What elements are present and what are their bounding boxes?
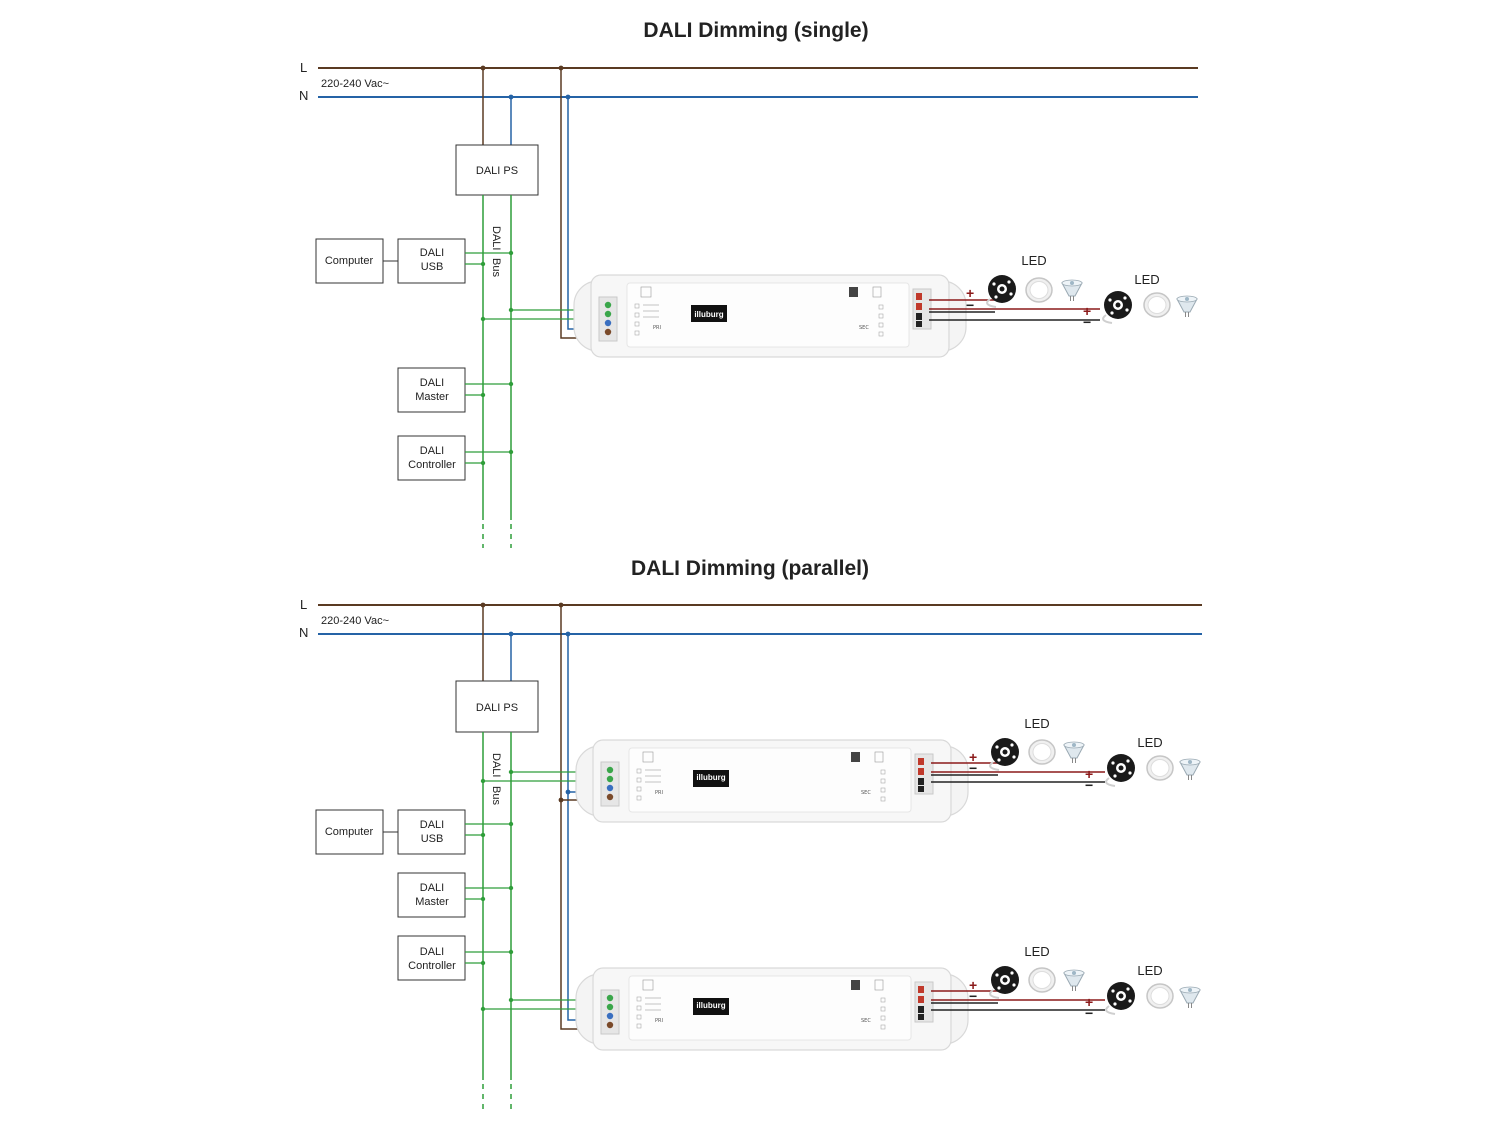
led-strip-icon: [989, 737, 1020, 771]
svg-text:Controller: Controller: [408, 459, 456, 471]
dali-controller-box: [397, 435, 466, 481]
bus-label-bus: Bus: [490, 258, 502, 277]
led-label: LED: [1024, 944, 1049, 959]
voltage-label: 220-240 Vac~: [321, 78, 389, 90]
computer-box: [315, 809, 384, 855]
spotlight-bulb-icon: [1179, 758, 1201, 781]
diagram-single: DALI Dimming (single) L N 220-240 Vac~ D…: [299, 19, 1198, 548]
led-strip-icon: [986, 274, 1017, 308]
dali-master-box: [397, 367, 466, 413]
voltage-label: 220-240 Vac~: [321, 615, 389, 627]
led-driver: illuburg PRI SEC: [573, 274, 967, 358]
dali-master-label: DALI: [420, 882, 444, 894]
diagram-title: DALI Dimming (single): [643, 19, 868, 42]
led-strip-icon: [1105, 981, 1136, 1015]
driver-sec-label: SEC: [861, 1018, 871, 1024]
downlight-icon: [1025, 277, 1053, 303]
svg-text:Master: Master: [415, 896, 449, 908]
svg-text:+: +: [969, 749, 977, 765]
svg-text:+: +: [969, 977, 977, 993]
downlight-icon: [1028, 967, 1056, 993]
led-strip-icon: [989, 965, 1020, 999]
led-label: LED: [1021, 253, 1046, 268]
svg-text:−: −: [1083, 314, 1091, 330]
driver-pri-label: PRI: [653, 325, 661, 331]
spotlight-bulb-icon: [1176, 295, 1198, 318]
negative-sign: −: [966, 297, 974, 313]
svg-text:+: +: [1085, 994, 1093, 1010]
driver-sec-label: SEC: [859, 325, 869, 331]
neutral-label: N: [299, 88, 308, 103]
dali-controller-box: [397, 935, 466, 981]
svg-text:−: −: [1085, 777, 1093, 793]
live-label: L: [300, 60, 307, 75]
led-label: LED: [1137, 963, 1162, 978]
driver-brand: illuburg: [696, 1001, 725, 1010]
dali-ps-label: DALI PS: [476, 702, 518, 714]
bus-label-dali: DALI: [490, 753, 502, 777]
diagram-parallel: DALI Dimming (parallel) L N 220-240 Vac~…: [299, 557, 1202, 1110]
spotlight-bulb-icon: [1063, 969, 1085, 992]
bus-label-bus: Bus: [490, 786, 502, 805]
computer-box: [315, 238, 384, 284]
driver-pri-label: PRI: [655, 790, 663, 796]
computer-label: Computer: [325, 255, 374, 267]
led-label: LED: [1134, 272, 1159, 287]
downlight-icon: [1028, 739, 1056, 765]
driver-brand: illuburg: [694, 310, 723, 319]
dali-controller-label: DALI: [420, 445, 444, 457]
dali-master-box: [397, 872, 466, 918]
dali-master-label: DALI: [420, 377, 444, 389]
led-driver: illuburg PRI SEC: [575, 739, 969, 823]
svg-text:USB: USB: [421, 261, 444, 273]
svg-text:−: −: [1085, 1005, 1093, 1021]
dali-usb-box: [397, 238, 466, 284]
dali-ps-box: [455, 144, 539, 196]
dali-usb-box: [397, 809, 466, 855]
svg-text:−: −: [969, 988, 977, 1004]
downlight-icon: [1146, 983, 1174, 1009]
led-driver: illuburg PRI SEC: [575, 967, 969, 1051]
spotlight-bulb-icon: [1179, 986, 1201, 1009]
led-strip-icon: [1105, 753, 1136, 787]
downlight-icon: [1146, 755, 1174, 781]
dali-controller-label: DALI: [420, 946, 444, 958]
dali-ps-box: [455, 680, 539, 733]
spotlight-bulb-icon: [1061, 279, 1083, 302]
bus-label-dali: DALI: [490, 226, 502, 250]
led-label: LED: [1137, 735, 1162, 750]
led-strip-icon: [1102, 290, 1133, 324]
computer-label: Computer: [325, 826, 374, 838]
svg-text:USB: USB: [421, 833, 444, 845]
live-label: L: [300, 597, 307, 612]
positive-sign: +: [966, 285, 974, 301]
neutral-label: N: [299, 625, 308, 640]
driver-sec-label: SEC: [861, 790, 871, 796]
driver-pri-label: PRI: [655, 1018, 663, 1024]
spotlight-bulb-icon: [1063, 741, 1085, 764]
svg-text:Master: Master: [415, 391, 449, 403]
downlight-icon: [1143, 292, 1171, 318]
svg-text:−: −: [969, 760, 977, 776]
dali-usb-label: DALI: [420, 247, 444, 259]
dali-ps-label: DALI PS: [476, 165, 518, 177]
svg-text:+: +: [1085, 766, 1093, 782]
driver-brand: illuburg: [696, 773, 725, 782]
diagram-title: DALI Dimming (parallel): [631, 557, 869, 580]
dali-usb-label: DALI: [420, 819, 444, 831]
led-label: LED: [1024, 716, 1049, 731]
svg-text:+: +: [1083, 303, 1091, 319]
svg-text:Controller: Controller: [408, 960, 456, 972]
